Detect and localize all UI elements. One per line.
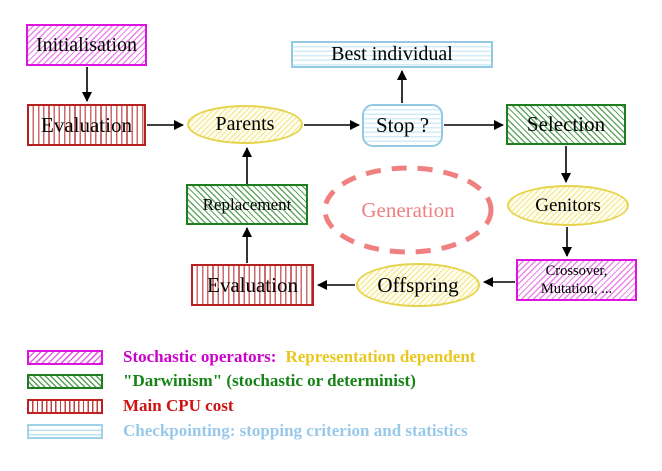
node-replacement-label: Replacement: [202, 194, 292, 214]
node-evaluation-top-label: Evaluation: [41, 112, 132, 137]
legend-label-checkpointing: Checkpointing: stopping criterion and st…: [123, 421, 468, 440]
node-crossover-label-line2: Mutation, ...: [540, 281, 613, 297]
node-crossover-mutation: Crossover, Mutation, ...: [516, 259, 637, 301]
legend-label-main-cpu-cost: Main CPU cost: [123, 396, 234, 415]
node-crossover-label-line1: Crossover,: [545, 262, 608, 279]
legend-label-representation-dependent: Representation dependent: [285, 347, 476, 366]
node-evaluation-bottom-label: Evaluation: [207, 272, 298, 297]
legend-swatch-cyan-horizontal-stripes: [27, 423, 103, 439]
legend-row-checkpointing: Checkpointing: stopping criterion and st…: [27, 421, 468, 441]
node-generation-label: Generation: [361, 197, 455, 222]
node-selection-label: Selection: [526, 112, 606, 136]
node-genitors-label: Genitors: [535, 194, 601, 216]
legend-swatch-red-vertical-stripes: [27, 398, 103, 414]
legend-swatch-magenta-diagonal-hatch: [27, 349, 103, 365]
generation-dashed-ellipse: [322, 165, 494, 255]
node-replacement: Replacement: [186, 184, 308, 225]
legend-row-darwinism: "Darwinism" (stochastic or determinist): [27, 371, 416, 391]
node-stop-label: Stop ?: [375, 113, 430, 137]
node-best-individual-label: Best individual: [331, 43, 453, 65]
legend-row-main-cpu-cost: Main CPU cost: [27, 396, 233, 416]
node-generation: Generation: [323, 167, 493, 253]
node-stop: Stop ?: [362, 104, 443, 147]
legend-row-stochastic-operators: Stochastic operators: Representation dep…: [27, 347, 475, 367]
node-evaluation-top: Evaluation: [27, 104, 146, 146]
legend-swatch-green-diagonal-hatch: [27, 373, 103, 389]
node-offspring-label: Offspring: [377, 272, 459, 297]
node-initialisation-label: Initialisation: [35, 33, 138, 56]
node-evaluation-bottom: Evaluation: [191, 264, 314, 306]
node-parents-label: Parents: [215, 113, 275, 135]
node-genitors: Genitors: [507, 185, 629, 226]
node-parents: Parents: [187, 105, 303, 144]
legend-label-stochastic-operators: Stochastic operators:: [123, 347, 277, 366]
node-selection: Selection: [506, 104, 626, 145]
node-offspring: Offspring: [356, 263, 480, 307]
legend-label-darwinism: "Darwinism" (stochastic or determinist): [123, 371, 416, 390]
node-best-individual: Best individual: [291, 41, 493, 68]
node-initialisation: Initialisation: [26, 24, 147, 66]
